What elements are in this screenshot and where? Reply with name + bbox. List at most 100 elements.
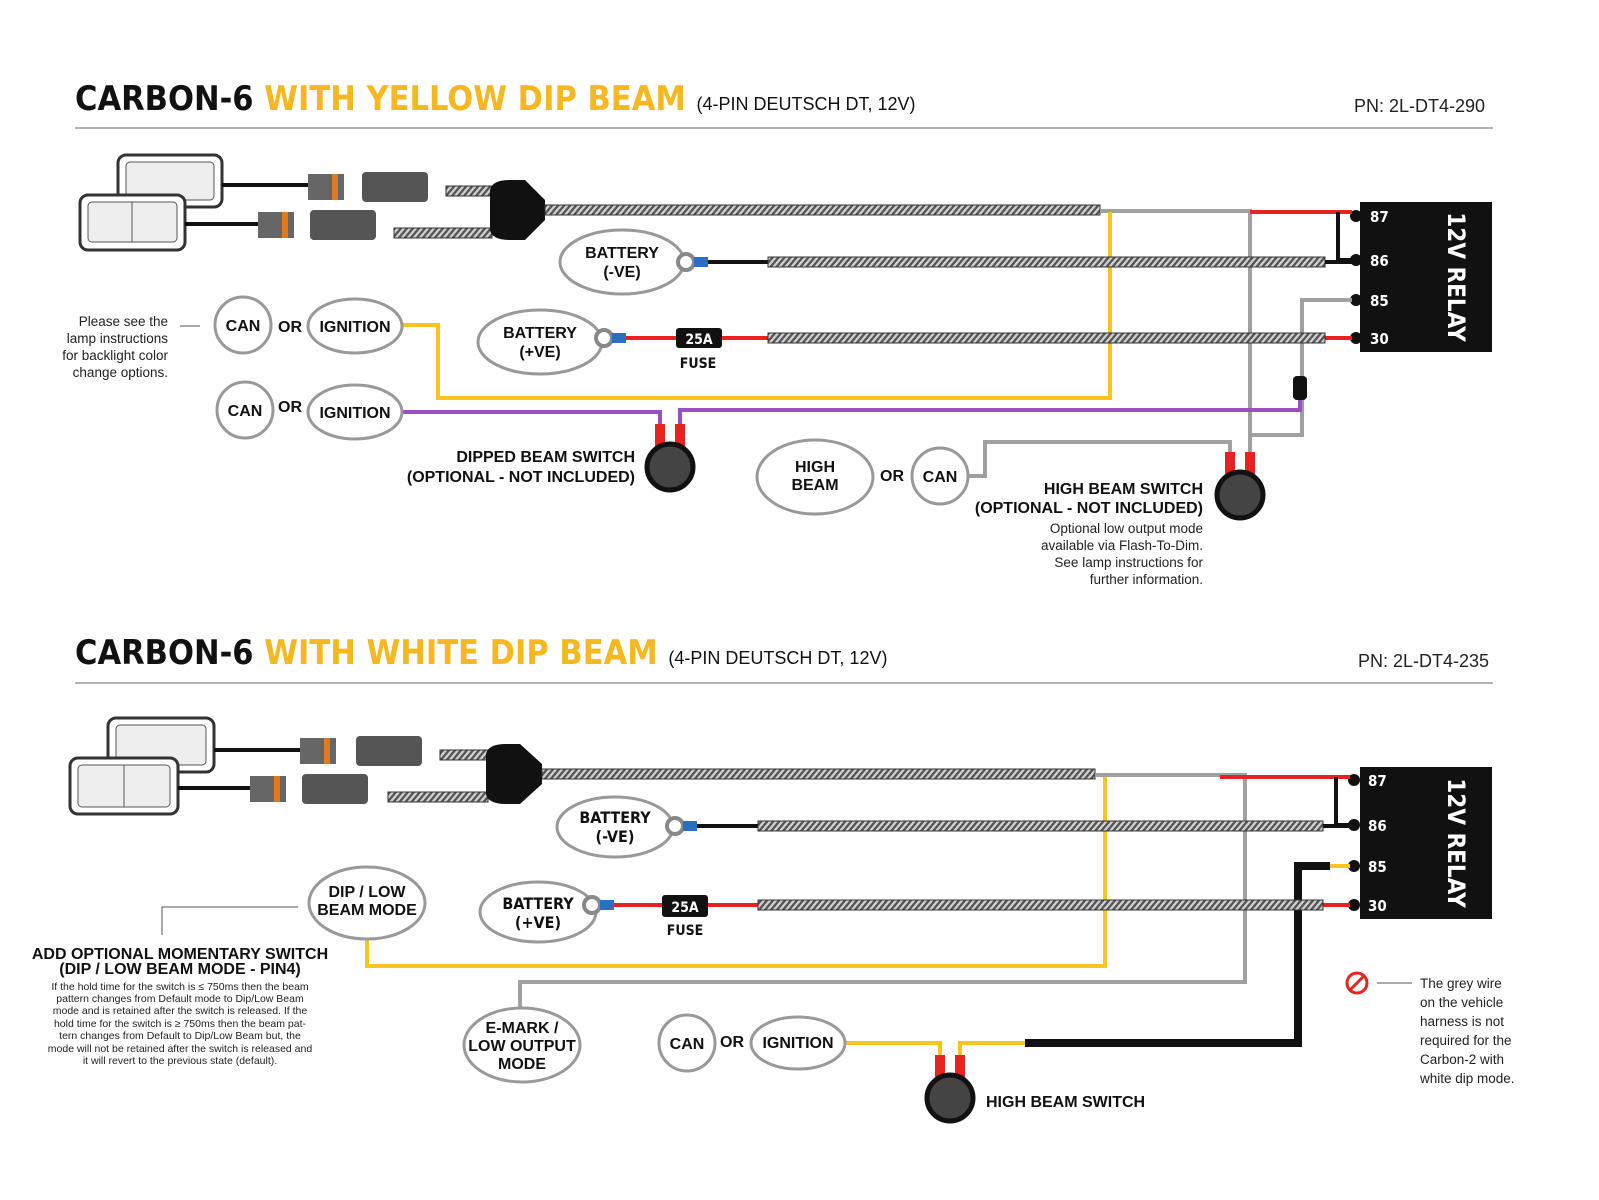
prohibited-icon bbox=[1345, 971, 1369, 995]
battery-pos-label: BATTERY bbox=[503, 325, 577, 342]
pin-30: 30 bbox=[1368, 897, 1387, 915]
pin-87: 87 bbox=[1370, 208, 1389, 226]
battery-pos-label: BATTERY bbox=[502, 894, 574, 913]
relay: 12V RELAY 87 86 85 30 bbox=[1348, 767, 1492, 919]
can-label: CAN bbox=[228, 403, 263, 420]
can-source bbox=[213, 295, 273, 355]
title-sub: (4-PIN DEUTSCH DT, 12V) bbox=[697, 94, 916, 114]
harness-30 bbox=[767, 332, 1326, 344]
can-source bbox=[215, 380, 275, 440]
note-line: change options. bbox=[73, 365, 168, 380]
harness-30 bbox=[757, 899, 1324, 911]
terminal-icon bbox=[694, 257, 708, 267]
dip-mode-label: DIP / LOW bbox=[328, 884, 406, 901]
grey-wire bbox=[518, 773, 1247, 1008]
fuse-label: FUSE bbox=[667, 923, 704, 939]
high-switch-sub: (OPTIONAL - NOT INCLUDED) bbox=[975, 500, 1203, 517]
ring-terminal-icon bbox=[676, 252, 696, 272]
terminal-icon bbox=[600, 900, 614, 910]
note-line: further information. bbox=[1090, 572, 1203, 587]
momentary-title: ADD OPTIONAL MOMENTARY SWITCH bbox=[32, 946, 328, 963]
grey-note-line: required for the bbox=[1420, 1033, 1512, 1048]
pin-85: 85 bbox=[1368, 858, 1387, 876]
ignition-label: IGNITION bbox=[319, 319, 390, 336]
lamp-icon bbox=[68, 716, 216, 816]
note-line: for backlight color bbox=[62, 348, 168, 363]
main-harness bbox=[544, 204, 1101, 216]
terminal-icon bbox=[612, 333, 626, 343]
title-accent: WITH WHITE DIP BEAM bbox=[264, 633, 658, 673]
dipped-beam-switch bbox=[644, 424, 696, 493]
momentary-text: tern changes from Default to Dip/Low Bea… bbox=[59, 1030, 301, 1042]
wire-splice bbox=[1293, 376, 1307, 400]
emark-label: LOW OUTPUT bbox=[468, 1038, 576, 1055]
note-line: Please see the bbox=[79, 314, 168, 329]
high-beam-source bbox=[755, 438, 875, 516]
terminal-icon bbox=[683, 821, 697, 831]
battery-neg-sub: (-VE) bbox=[603, 264, 640, 281]
can-source bbox=[657, 1013, 717, 1073]
battery-neg-sub: (-VE) bbox=[596, 827, 635, 846]
title-main: CARBON-6 bbox=[75, 79, 254, 119]
top-diagram: CARBON-6 WITH YELLOW DIP BEAM (4-PIN DEU… bbox=[62, 79, 1493, 587]
part-number: PN: 2L-DT4-290 bbox=[1354, 96, 1485, 116]
fuse-value: 25A bbox=[685, 332, 713, 348]
momentary-text: pattern changes from Default mode to Dip… bbox=[56, 993, 304, 1005]
high-beam-label: BEAM bbox=[791, 477, 838, 494]
fuse-value: 25A bbox=[671, 900, 699, 916]
emark-label: E-MARK / bbox=[486, 1020, 559, 1037]
can-label: CAN bbox=[226, 318, 261, 335]
battery-neg-label: BATTERY bbox=[579, 808, 651, 827]
emark-label: MODE bbox=[498, 1056, 546, 1073]
grey-note-line: Carbon-2 with bbox=[1420, 1052, 1504, 1067]
pin-86: 86 bbox=[1370, 252, 1389, 270]
pin-87: 87 bbox=[1368, 772, 1387, 790]
ignition-label: IGNITION bbox=[762, 1035, 833, 1052]
high-beam-switch bbox=[1214, 452, 1266, 521]
grey-note-line: harness is not bbox=[1420, 1014, 1504, 1029]
fuse: 25A FUSE bbox=[676, 328, 722, 372]
relay-label: 12V RELAY bbox=[1442, 778, 1470, 908]
high-beam-switch bbox=[924, 1055, 976, 1124]
yellow-wire-switch bbox=[845, 1041, 1025, 1060]
battery-neg-label: BATTERY bbox=[585, 245, 659, 262]
can-source bbox=[910, 446, 970, 506]
note-line: Optional low output mode bbox=[1050, 521, 1203, 536]
title-sub: (4-PIN DEUTSCH DT, 12V) bbox=[668, 648, 887, 668]
grey-note-line: on the vehicle bbox=[1420, 995, 1503, 1010]
battery-pos-sub: (+VE) bbox=[519, 344, 560, 361]
momentary-text: it will revert to the previous state (de… bbox=[83, 1055, 277, 1067]
ignition-source bbox=[306, 297, 404, 355]
ring-terminal-icon bbox=[594, 328, 614, 348]
momentary-text: mode will not be retained after the swit… bbox=[48, 1043, 313, 1055]
connector-icon bbox=[250, 736, 542, 804]
grey-note-line: white dip mode. bbox=[1419, 1071, 1515, 1086]
harness-86 bbox=[767, 256, 1326, 268]
ignition-source bbox=[306, 383, 404, 441]
black-wire bbox=[1336, 212, 1352, 262]
pin-86: 86 bbox=[1368, 817, 1387, 835]
high-switch-label: HIGH BEAM SWITCH bbox=[986, 1094, 1145, 1111]
momentary-text: hold time for the switch is ≥ 750ms then… bbox=[54, 1018, 307, 1030]
note-line: lamp instructions bbox=[67, 331, 169, 346]
dipped-switch-label: DIPPED BEAM SWITCH bbox=[456, 449, 635, 466]
connector-icon bbox=[258, 172, 545, 240]
fuse: 25A FUSE bbox=[662, 895, 708, 939]
emark-source bbox=[462, 1006, 582, 1084]
battery-pos-sub: (+VE) bbox=[515, 913, 561, 932]
fuse-label: FUSE bbox=[680, 356, 717, 372]
lamp-icon bbox=[78, 153, 224, 252]
momentary-text: mode and is retained after the switch is… bbox=[53, 1005, 308, 1017]
ring-terminal-icon bbox=[582, 895, 602, 915]
high-switch-label: HIGH BEAM SWITCH bbox=[1044, 481, 1203, 498]
pin-30: 30 bbox=[1370, 330, 1389, 348]
black-wire bbox=[1334, 777, 1350, 827]
pin-85: 85 bbox=[1370, 292, 1389, 310]
relay-label: 12V RELAY bbox=[1442, 212, 1470, 342]
note-line: available via Flash-To-Dim. bbox=[1041, 538, 1203, 553]
bottom-diagram: CARBON-6 WITH WHITE DIP BEAM (4-PIN DEUT… bbox=[32, 633, 1515, 1124]
svg-text:CARBON-6 WITH WHITE DIP BEAM (: CARBON-6 WITH WHITE DIP BEAM (4-PIN DEUT… bbox=[75, 633, 887, 673]
ring-terminal-icon bbox=[665, 816, 685, 836]
momentary-sub: (DIP / LOW BEAM MODE - PIN4) bbox=[59, 961, 300, 978]
